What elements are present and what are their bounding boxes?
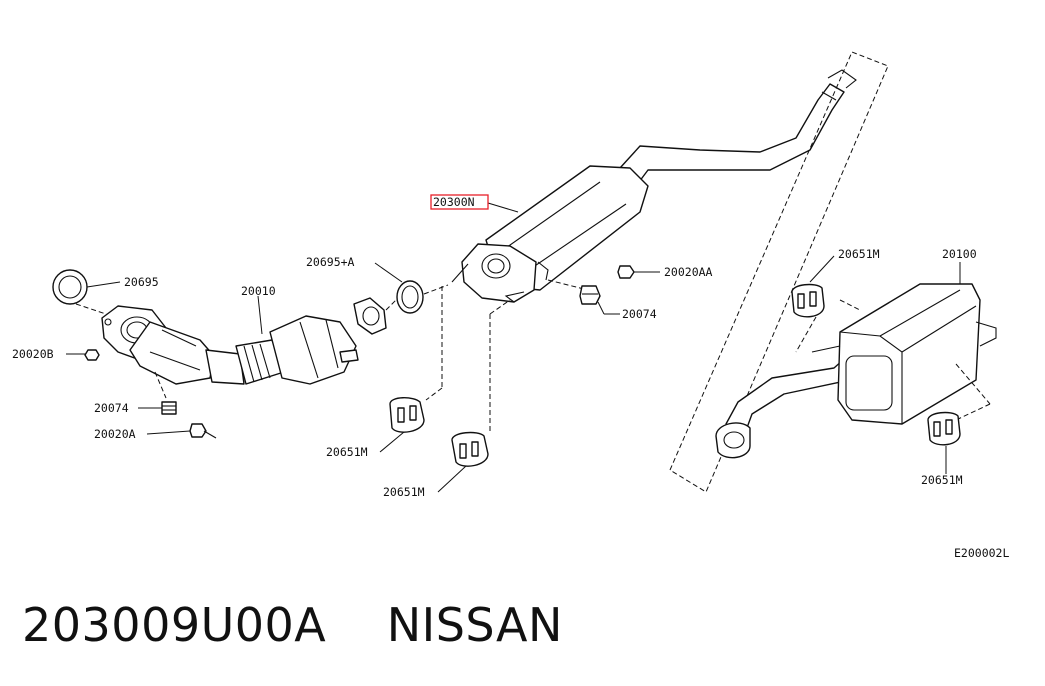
label-20300N-highlight	[430, 194, 489, 210]
gasket-mid[interactable]: 20695+A	[306, 255, 424, 314]
gasket-front[interactable]: 20695	[52, 269, 159, 305]
label-20074-right: 20074	[622, 307, 657, 321]
label-20010: 20010	[241, 284, 276, 298]
stud-left[interactable]: 20074	[94, 401, 177, 415]
rubber-mount-rear-lower[interactable]: 20651M	[921, 411, 963, 487]
label-20651M-lower: 20651M	[383, 485, 425, 499]
label-20020A: 20020A	[94, 427, 136, 441]
diagram-code: E200002L	[954, 546, 1009, 560]
label-20651M-rear-upper: 20651M	[838, 247, 880, 261]
center-muffler[interactable]: 20300N	[430, 69, 857, 303]
rubber-mount-upper[interactable]: 20651M	[326, 397, 425, 459]
label-20651M-rear-lower: 20651M	[921, 473, 963, 487]
part-caption: 203009U00A NISSAN	[22, 598, 563, 652]
label-20695: 20695	[124, 275, 159, 289]
label-20695-A: 20695+A	[306, 255, 355, 269]
nut-left[interactable]: 20020B	[12, 347, 100, 361]
label-20020B: 20020B	[12, 347, 54, 361]
bolt-left[interactable]: 20020A	[94, 423, 217, 441]
rubber-mount-lower[interactable]: 20651M	[383, 431, 489, 499]
front-tube-catalyst[interactable]: 20010	[101, 284, 387, 385]
stud-right[interactable]: 20074	[579, 285, 657, 321]
label-20300N: 20300N	[433, 195, 475, 209]
main-muffler[interactable]: 20100	[715, 247, 997, 459]
rubber-mount-rear-upper[interactable]: 20651M	[791, 247, 880, 318]
bolt-right[interactable]: 20020AA	[617, 265, 713, 279]
label-20020AA: 20020AA	[664, 265, 713, 279]
label-20100: 20100	[942, 247, 977, 261]
label-20651M-upper: 20651M	[326, 445, 368, 459]
label-20074-left: 20074	[94, 401, 129, 415]
